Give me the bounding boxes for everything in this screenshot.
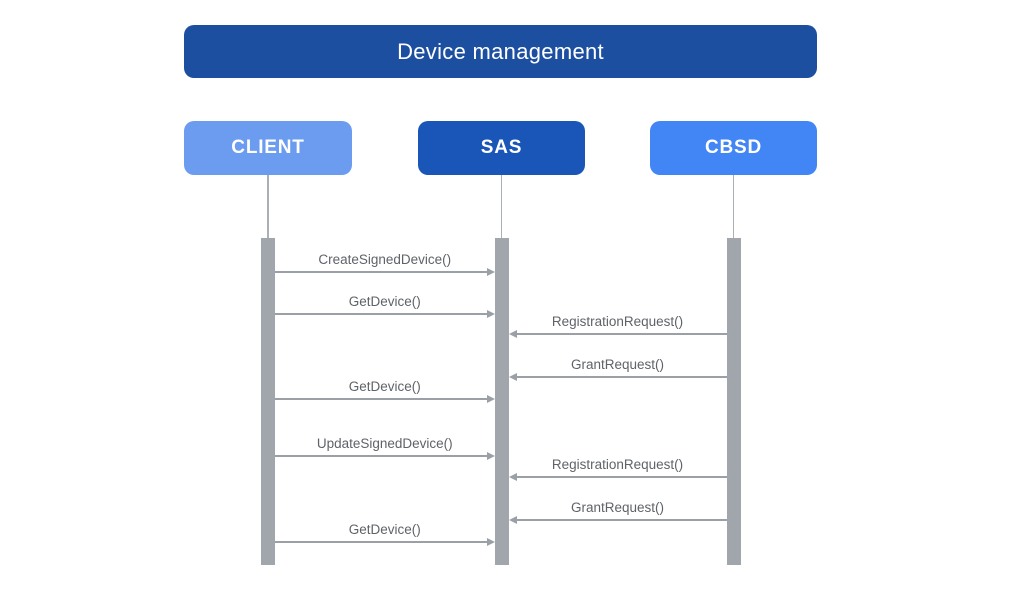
message-arrowhead-1 bbox=[486, 310, 495, 318]
actor-sas: SAS bbox=[418, 121, 585, 175]
lifeline-sas bbox=[500, 175, 503, 238]
message-line-1 bbox=[275, 313, 489, 315]
actor-cbsd: CBSD bbox=[650, 121, 817, 175]
message-label-0: CreateSignedDevice() bbox=[318, 252, 452, 267]
message-label-4: GetDevice() bbox=[348, 379, 421, 394]
actor-label-client: CLIENT bbox=[231, 137, 305, 158]
message-arrowhead-0 bbox=[486, 268, 495, 276]
actor-label-cbsd: CBSD bbox=[704, 137, 763, 158]
message-line-8 bbox=[275, 541, 489, 543]
diagram-title: Device management bbox=[184, 25, 817, 78]
message-line-4 bbox=[275, 398, 489, 400]
actor-client: CLIENT bbox=[184, 121, 352, 175]
message-line-5 bbox=[275, 455, 489, 457]
activation-bar-sas bbox=[494, 238, 509, 565]
message-arrowhead-4 bbox=[486, 395, 495, 403]
message-arrowhead-2 bbox=[508, 330, 517, 338]
message-label-3: GrantRequest() bbox=[570, 357, 665, 372]
message-label-2: RegistrationRequest() bbox=[551, 314, 684, 329]
message-arrowhead-8 bbox=[486, 538, 495, 546]
message-line-7 bbox=[514, 519, 727, 521]
message-arrowhead-6 bbox=[508, 473, 517, 481]
message-line-0 bbox=[275, 271, 489, 273]
message-label-1: GetDevice() bbox=[348, 294, 421, 309]
lifeline-client bbox=[267, 175, 269, 238]
message-arrowhead-3 bbox=[508, 373, 517, 381]
message-label-6: RegistrationRequest() bbox=[551, 457, 684, 472]
activation-bar-cbsd bbox=[726, 238, 741, 565]
message-label-7: GrantRequest() bbox=[570, 500, 665, 515]
lifeline-cbsd bbox=[732, 175, 735, 238]
activation-bar-client bbox=[261, 238, 275, 565]
message-label-5: UpdateSignedDevice() bbox=[316, 436, 453, 451]
message-arrowhead-7 bbox=[508, 516, 517, 524]
message-line-3 bbox=[514, 376, 727, 378]
message-arrowhead-5 bbox=[486, 452, 495, 460]
actor-label-sas: SAS bbox=[480, 137, 523, 158]
message-line-2 bbox=[514, 333, 727, 335]
message-label-8: GetDevice() bbox=[348, 522, 421, 537]
message-line-6 bbox=[514, 476, 727, 478]
